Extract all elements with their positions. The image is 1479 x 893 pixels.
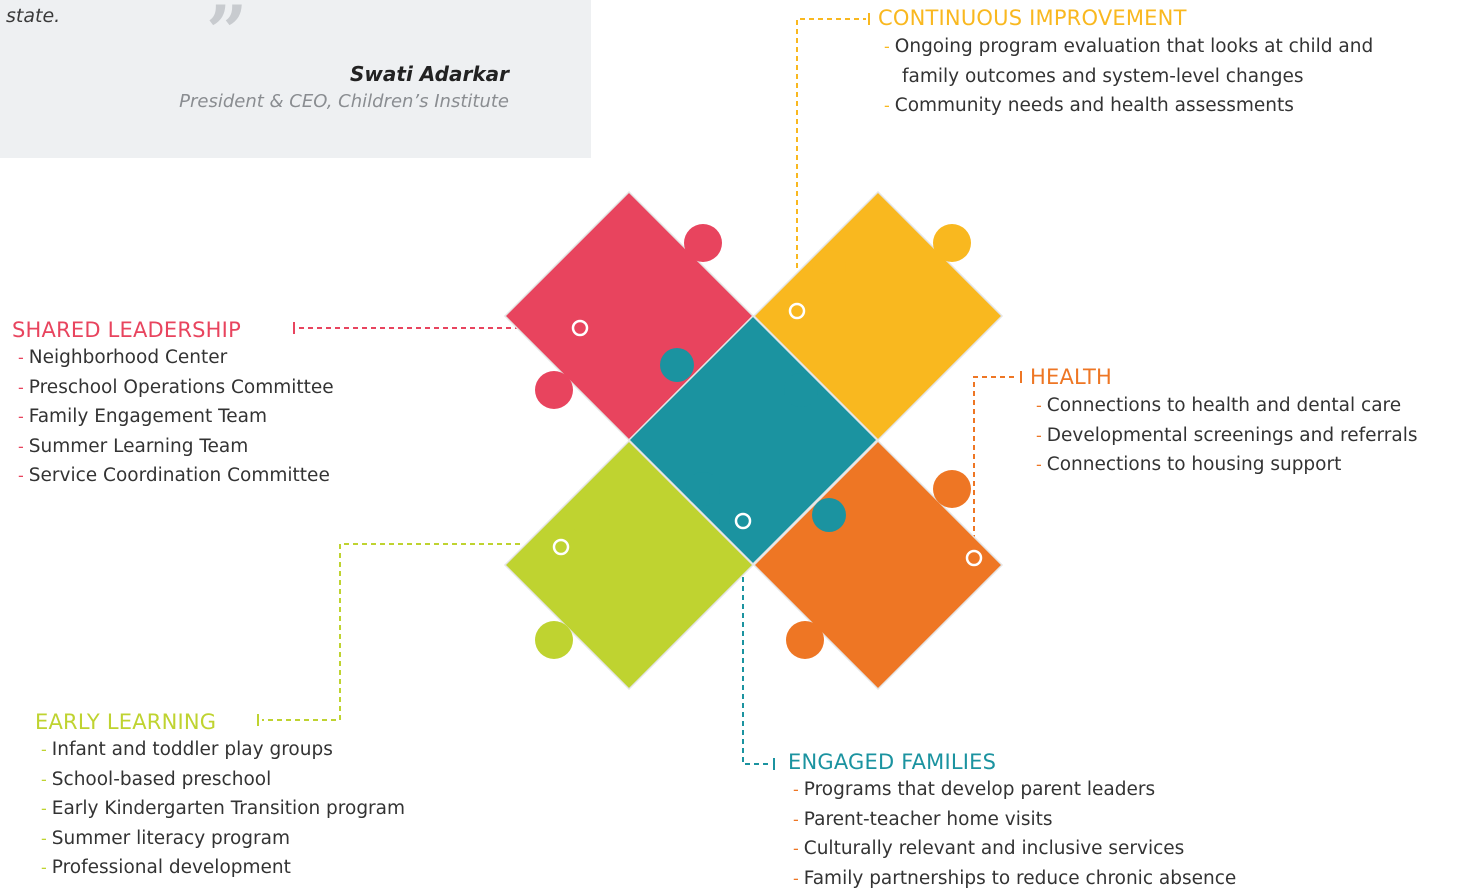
dash-icon: - <box>41 858 47 877</box>
list-item: -Infant and toddler play groups <box>41 735 405 765</box>
list-item: -Family Engagement Team <box>18 402 334 432</box>
dash-icon: - <box>18 466 24 485</box>
list-item: -School-based preschool <box>41 765 405 795</box>
list-item: -Family partnerships to reduce chronic a… <box>793 864 1236 893</box>
dash-icon: - <box>41 799 47 818</box>
dash-icon: - <box>41 770 47 789</box>
dash-icon: - <box>18 437 24 456</box>
list-item: -Neighborhood Center <box>18 343 334 373</box>
section-engaged-families: ENGAGED FAMILIES -Programs that develop … <box>788 750 1236 893</box>
dash-icon: - <box>41 740 47 759</box>
connector-early-learning <box>262 544 520 720</box>
dash-icon: - <box>793 780 799 799</box>
list-item: -Connections to health and dental care <box>1036 391 1417 421</box>
list-item: -Programs that develop parent leaders <box>793 775 1236 805</box>
list-item: -Preschool Operations Committee <box>18 373 334 403</box>
dash-icon: - <box>18 348 24 367</box>
list-item: -Summer literacy program <box>41 824 405 854</box>
section-title-shared-leadership: SHARED LEADERSHIP <box>12 318 334 342</box>
list-item: -Early Kindergarten Transition program <box>41 794 405 824</box>
list-item: -Summer Learning Team <box>18 432 334 462</box>
dash-icon: - <box>793 810 799 829</box>
dash-icon: - <box>884 96 890 115</box>
dash-icon: - <box>1036 455 1042 474</box>
section-health: HEALTH -Connections to health and dental… <box>1030 365 1417 480</box>
list-item: -Culturally relevant and inclusive servi… <box>793 834 1236 864</box>
list-item: -Ongoing program evaluation that looks a… <box>884 32 1373 62</box>
dash-icon: - <box>1036 396 1042 415</box>
list-item: -Parent-teacher home visits <box>793 805 1236 835</box>
dash-icon: - <box>793 869 799 888</box>
dash-icon: - <box>793 839 799 858</box>
dash-icon: - <box>41 829 47 848</box>
section-shared-leadership: SHARED LEADERSHIP -Neighborhood Center -… <box>12 318 334 491</box>
section-title-early-learning: EARLY LEARNING <box>35 710 405 734</box>
section-title-health: HEALTH <box>1030 365 1417 389</box>
list-item: -Service Coordination Committee <box>18 461 334 491</box>
section-title-engaged-families: ENGAGED FAMILIES <box>788 750 1236 774</box>
section-title-continuous-improvement: CONTINUOUS IMPROVEMENT <box>878 6 1373 30</box>
list-item: -Professional development <box>41 853 405 883</box>
dash-icon: - <box>1036 426 1042 445</box>
list-item: -Connections to housing support <box>1036 450 1417 480</box>
section-early-learning: EARLY LEARNING -Infant and toddler play … <box>35 710 405 883</box>
list-item: -Community needs and health assessments <box>884 91 1373 121</box>
dash-icon: - <box>884 37 890 56</box>
list-item: family outcomes and system-level changes <box>884 62 1373 92</box>
connector-health <box>974 377 1018 540</box>
section-continuous-improvement: CONTINUOUS IMPROVEMENT -Ongoing program … <box>878 6 1373 121</box>
dash-icon: - <box>18 378 24 397</box>
list-item: -Developmental screenings and referrals <box>1036 421 1417 451</box>
dash-icon: - <box>18 407 24 426</box>
